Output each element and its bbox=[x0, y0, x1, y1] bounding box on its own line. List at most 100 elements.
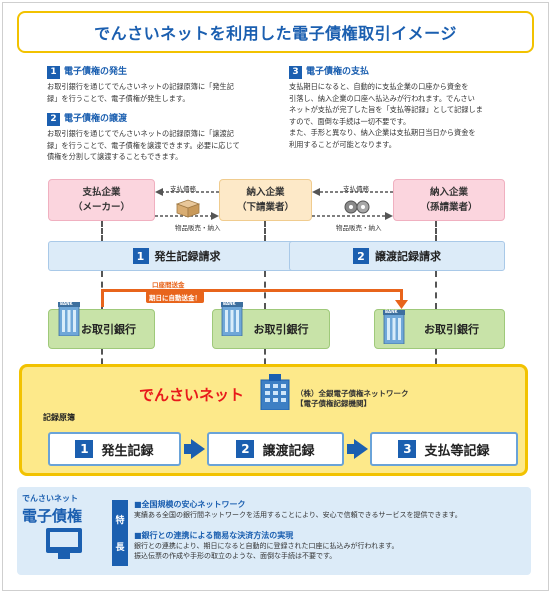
debt-arrow-2 bbox=[312, 188, 393, 220]
section-text: お取引銀行を通じてでんさいネットの記録原簿に「発生記 bbox=[47, 82, 234, 91]
connector-line bbox=[264, 221, 266, 241]
bank-tag: BANK bbox=[60, 301, 73, 306]
company-name: 納入企業 bbox=[246, 187, 285, 198]
connector-line bbox=[435, 271, 437, 309]
page-title: でんさいネットを利用した電子債権取引イメージ bbox=[94, 24, 457, 43]
transfer-arrowhead bbox=[395, 300, 408, 309]
feature-text: 銀行との連携により、期日になると自動的に登録された口座に払込みが行われます。 bbox=[134, 542, 399, 550]
section-text: 支払期日になると、自動的に支払企業の口座から資金を bbox=[289, 82, 469, 91]
monitor-stand bbox=[58, 553, 70, 559]
step-label: 譲渡記録 bbox=[262, 443, 315, 459]
goods-label: 物品販売・納入 bbox=[175, 224, 221, 232]
org-role: 【電子債権記録機関】 bbox=[296, 399, 371, 408]
section-text: 債権を分割して譲渡することもできます。 bbox=[47, 152, 183, 161]
request-issue: 1 発生記録請求 bbox=[48, 241, 305, 271]
ledger-label: 記録原簿 bbox=[43, 413, 75, 422]
connector-line bbox=[101, 349, 103, 364]
company-payer: 支払企業 （メーカー） bbox=[48, 179, 155, 221]
company-role: （メーカー） bbox=[72, 202, 130, 213]
company-name: 支払企業 bbox=[82, 187, 121, 198]
connector-line bbox=[101, 221, 103, 241]
section-number: 1 bbox=[47, 66, 60, 79]
company-role: （孫請業者） bbox=[420, 202, 478, 213]
gears-icon bbox=[344, 200, 370, 214]
transfer-badge: 期日に自動送金！ bbox=[146, 291, 204, 303]
step-transfer-record: 2 譲渡記録 bbox=[207, 432, 344, 466]
transfer-line bbox=[101, 289, 402, 292]
transfer-line bbox=[101, 289, 104, 307]
section-text: 利用することが可能となります。 bbox=[289, 139, 396, 149]
monitor-icon bbox=[46, 528, 82, 553]
section-title: 電子債権の譲渡 bbox=[64, 113, 128, 124]
section-payment: 3 電子債権の支払 支払期日になると、自動的に支払企業の口座から資金を 引落し、… bbox=[289, 66, 514, 150]
feature-item-network: ■全国規模の安心ネットワーク 実績ある全国の銀行間ネットワークを活用することによ… bbox=[134, 500, 529, 520]
request-number: 2 bbox=[353, 248, 369, 264]
step-issue-record: 1 発生記録 bbox=[48, 432, 181, 466]
bank-building-icon bbox=[58, 302, 80, 336]
step-number: 3 bbox=[398, 440, 417, 458]
section-text: 引落し、納入企業の口座へ払込みが行われます。でんさい bbox=[289, 93, 475, 103]
bank-label: お取引銀行 bbox=[424, 323, 479, 336]
debt-label: 支払債務 bbox=[170, 185, 196, 193]
section-text: ネットが支払が完了した旨を「支払等記録」として記録しま bbox=[289, 105, 483, 114]
bank-tag: BANK bbox=[385, 309, 398, 314]
goods-label: 物品販売・納入 bbox=[336, 224, 382, 232]
title-box: でんさいネットを利用した電子債権取引イメージ bbox=[17, 11, 534, 53]
section-number: 2 bbox=[47, 113, 60, 126]
debt-arrow-1 bbox=[155, 188, 219, 220]
feature-title: ■全国規模の安心ネットワーク bbox=[134, 500, 246, 509]
company-name: 納入企業 bbox=[429, 187, 468, 198]
org-name: （株）全銀電子債権ネットワーク bbox=[296, 389, 409, 398]
connector-line bbox=[264, 349, 266, 364]
bank-label: お取引銀行 bbox=[81, 323, 136, 336]
features-panel bbox=[17, 487, 531, 575]
connector-line bbox=[435, 221, 437, 241]
bank-building-icon bbox=[221, 302, 243, 336]
section-text: 録」を行うことで、電子債権が発生します。 bbox=[47, 93, 190, 103]
step-label: 支払等記録 bbox=[424, 443, 490, 459]
densai-brand: でんさいネット bbox=[139, 386, 245, 404]
box-icon bbox=[175, 199, 201, 218]
step-number: 2 bbox=[236, 440, 255, 458]
features-brand-big: 電子債権 bbox=[22, 507, 83, 525]
section-text: すので、面倒な手続は一切不要です。 bbox=[289, 116, 411, 126]
bank-tag: BANK bbox=[223, 301, 236, 306]
company-supplier: 納入企業 （下請業者） bbox=[219, 179, 312, 221]
flow-arrow bbox=[354, 439, 368, 459]
request-label: 譲渡記録請求 bbox=[375, 250, 441, 263]
section-text: 録」を行うことで、電子債権を譲渡できます。必要に応じて bbox=[47, 140, 240, 150]
step-number: 1 bbox=[75, 440, 94, 458]
debt-label: 支払債務 bbox=[343, 185, 369, 193]
features-tag-char: 特 bbox=[115, 516, 125, 526]
section-number: 3 bbox=[289, 66, 302, 79]
feature-text: 振込伝票の作成や手形の取立のような、面倒な手続は不要です。 bbox=[134, 552, 337, 560]
feature-item-settlement: ■銀行との連携による簡易な決済方法の実現 銀行との連携により、期日になると自動的… bbox=[134, 531, 529, 561]
section-issue: 1 電子債権の発生 お取引銀行を通じてでんさいネットの記録原簿に「発生記 録」を… bbox=[47, 66, 272, 104]
connector-line bbox=[435, 349, 437, 364]
flow-arrow bbox=[191, 439, 205, 459]
bank-label: お取引銀行 bbox=[253, 323, 309, 336]
feature-title: ■銀行との連携による簡易な決済方法の実現 bbox=[134, 531, 294, 540]
step-payment-record: 3 支払等記録 bbox=[370, 432, 518, 466]
section-text: また、手形と異なり、納入企業は支払期日当日から資金を bbox=[289, 128, 476, 137]
section-text: お取引銀行を通じてでんさいネットの記録原簿に「譲渡記 bbox=[47, 129, 234, 138]
bank-building-icon bbox=[383, 310, 405, 344]
transfer-label: 口座間送金 bbox=[152, 281, 185, 289]
section-title: 電子債権の支払 bbox=[306, 66, 370, 77]
flow-arrow bbox=[184, 444, 192, 454]
transfer-line bbox=[400, 289, 403, 301]
features-brand-small: でんさいネット bbox=[22, 494, 78, 503]
section-transfer: 2 電子債権の譲渡 お取引銀行を通じてでんさいネットの記録原簿に「譲渡記 録」を… bbox=[47, 113, 272, 163]
request-transfer: 2 譲渡記録請求 bbox=[289, 241, 505, 271]
flow-arrow bbox=[347, 444, 355, 454]
registry-organization: （株）全銀電子債権ネットワーク 【電子債権記録機関】 bbox=[296, 389, 409, 409]
features-tag-char: 長 bbox=[115, 543, 125, 553]
feature-text: 実績ある全国の銀行間ネットワークを活用することにより、安心で信頼できるサービスを… bbox=[134, 511, 462, 519]
section-title: 電子債権の発生 bbox=[64, 66, 128, 77]
request-number: 1 bbox=[132, 248, 149, 264]
step-label: 発生記録 bbox=[101, 443, 154, 459]
company-role: （下請業者） bbox=[236, 202, 294, 213]
features-tag: 特 長 bbox=[112, 500, 128, 566]
request-label: 発生記録請求 bbox=[154, 250, 221, 263]
